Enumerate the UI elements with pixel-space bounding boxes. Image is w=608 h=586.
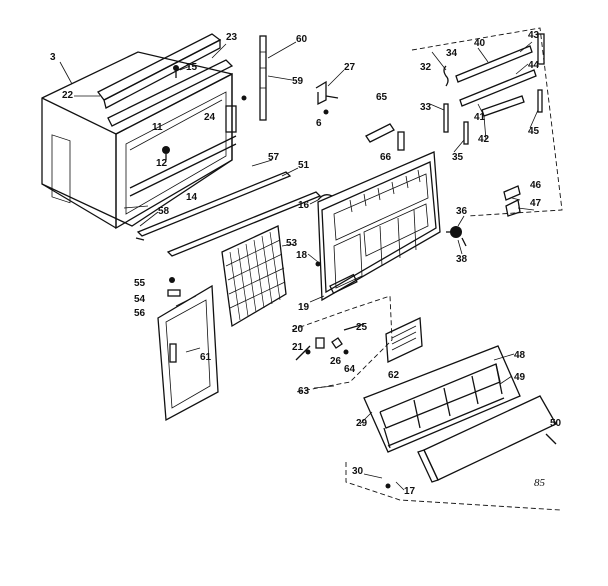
label-17: 17 (404, 486, 416, 497)
label-56: 56 (134, 308, 146, 319)
label-42: 42 (478, 134, 490, 145)
clip-54 (167, 289, 181, 297)
label-16: 16 (298, 200, 310, 211)
label-41: 41 (474, 112, 486, 123)
part-number-labels: 3 22 23 15 60 27 59 24 11 12 14 57 51 58… (50, 30, 562, 497)
label-29: 29 (356, 418, 368, 429)
label-51: 51 (298, 160, 310, 171)
channel-bar-57 (136, 171, 292, 237)
piece-66 (397, 131, 405, 151)
front-panel (417, 395, 557, 483)
filter-panel (221, 225, 287, 328)
label-38: 38 (456, 254, 468, 265)
label-57: 57 (268, 152, 280, 163)
label-15: 15 (186, 62, 198, 73)
label-62: 62 (388, 370, 400, 381)
label-55: 55 (134, 278, 146, 289)
label-34: 34 (446, 48, 458, 59)
screw-50 (545, 433, 557, 445)
side-channel (107, 59, 234, 127)
grille-bracket (345, 462, 561, 511)
kit-parts (443, 33, 545, 217)
knob-36 (446, 226, 467, 247)
channel-bar-51 (166, 191, 322, 257)
diagram-note: 85 (534, 477, 546, 489)
control-group (291, 295, 423, 393)
label-65: 65 (376, 92, 388, 103)
label-54: 54 (134, 294, 146, 305)
label-46: 46 (530, 180, 542, 191)
label-35: 35 (452, 152, 464, 163)
label-36: 36 (456, 206, 468, 217)
label-48: 48 (514, 350, 526, 361)
label-45: 45 (528, 126, 540, 137)
screw-17 (385, 483, 391, 489)
label-64: 64 (344, 364, 356, 375)
vertical-rod-60 (259, 35, 267, 121)
side-strip (225, 105, 237, 133)
label-27: 27 (344, 62, 356, 73)
label-26: 26 (330, 356, 342, 367)
label-24: 24 (204, 112, 216, 123)
front-frame (317, 151, 441, 302)
label-23: 23 (226, 32, 238, 43)
front-grille (363, 345, 521, 453)
label-50: 50 (550, 418, 562, 429)
label-6: 6 (316, 118, 322, 129)
label-11: 11 (152, 122, 163, 133)
label-59: 59 (292, 76, 304, 87)
label-30: 30 (352, 466, 364, 477)
label-60: 60 (296, 34, 308, 45)
screw-15 (173, 65, 179, 78)
latch-16 (317, 194, 333, 201)
screw-12 (162, 146, 170, 160)
screw-58 (135, 237, 145, 241)
bar-65 (365, 123, 395, 143)
label-22: 22 (62, 90, 74, 101)
label-33: 33 (420, 102, 432, 113)
label-40: 40 (474, 38, 486, 49)
label-18: 18 (296, 250, 308, 261)
label-66: 66 (380, 152, 392, 163)
label-47: 47 (530, 198, 542, 209)
label-43: 43 (528, 30, 540, 41)
label-49: 49 (514, 372, 526, 383)
label-63: 63 (298, 386, 310, 397)
screw-6-bracket (323, 109, 329, 115)
label-32: 32 (420, 62, 432, 73)
label-53: 53 (286, 238, 298, 249)
label-12: 12 (156, 158, 168, 169)
label-44: 44 (528, 60, 540, 71)
label-61: 61 (200, 352, 212, 363)
screw-6-side (241, 95, 247, 101)
label-19: 19 (298, 302, 310, 313)
bracket-27 (315, 80, 339, 106)
label-20: 20 (292, 324, 304, 335)
screw-55 (169, 277, 175, 283)
top-rail (97, 33, 222, 109)
screw-18 (315, 261, 321, 267)
label-58: 58 (158, 206, 170, 217)
label-21: 21 (292, 342, 304, 353)
cabinet-shell (41, 51, 237, 230)
leader-lines (59, 41, 539, 491)
label-3: 3 (50, 52, 56, 63)
label-14: 14 (186, 192, 198, 203)
label-25: 25 (356, 322, 368, 333)
